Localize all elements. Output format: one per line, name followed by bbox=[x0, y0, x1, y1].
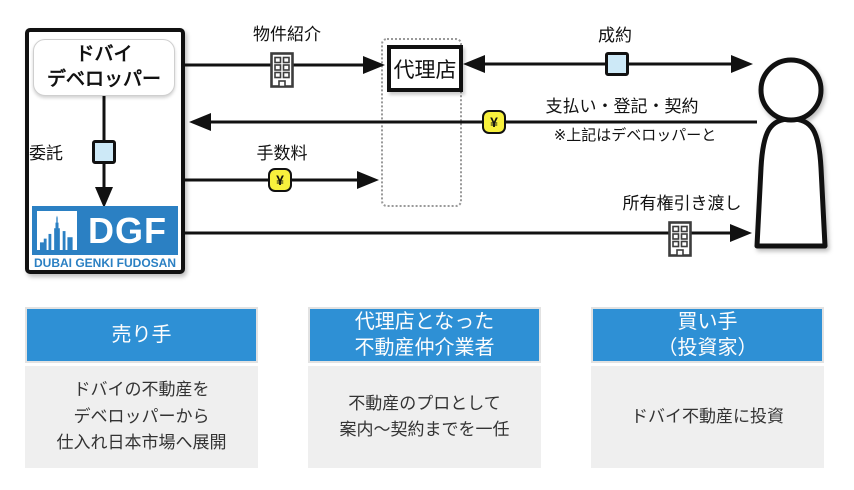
contract-label: 成約 bbox=[598, 26, 632, 45]
contract-step-square bbox=[605, 52, 629, 76]
arrowhead-to-buyer-bottom bbox=[730, 224, 752, 242]
fee-label: 手数料 bbox=[256, 144, 308, 163]
column-header-line: 不動産仲介業者 bbox=[354, 337, 495, 359]
column-agency-broker: 代理店となった不動産仲介業者不動産のプロとして案内〜契約までを一任 bbox=[308, 307, 541, 468]
column-header-line: （投資家） bbox=[657, 337, 758, 359]
column-header-agency-broker: 代理店となった不動産仲介業者 bbox=[308, 307, 541, 363]
column-buyer: 買い手 （投資家） ドバイ不動産に投資 bbox=[591, 307, 824, 468]
developer-title-box: ドバイ デベロッパー bbox=[33, 39, 175, 96]
transaction-flow-diagram: ドバイ デベロッパー 委託 DGF DUBAI GENKI FUDOS bbox=[25, 25, 828, 274]
column-header-seller: 売り手 bbox=[25, 307, 258, 363]
column-seller: 売り手ドバイの不動産をデベロッパーから仕入れ日本市場へ展開 bbox=[25, 307, 258, 468]
column-body-buyer: ドバイ不動産に投資 bbox=[591, 366, 824, 468]
agency-label: 代理店 bbox=[393, 58, 457, 82]
column-body-line: デベロッパーから bbox=[73, 406, 210, 426]
column-body-seller: ドバイの不動産をデベロッパーから仕入れ日本市場へ展開 bbox=[25, 366, 258, 468]
column-body-line: 不動産のプロとして bbox=[348, 393, 501, 413]
property-intro-label: 物件紹介 bbox=[253, 25, 321, 44]
payment-label: 支払い・登記・契約 bbox=[545, 97, 699, 116]
consignment-label: 委託 bbox=[29, 144, 63, 163]
building-icon-ownership bbox=[668, 221, 692, 257]
column-header-line: 買い手 bbox=[677, 311, 738, 333]
arrowhead-to-agency-right bbox=[463, 55, 485, 73]
consignment-step-square bbox=[92, 140, 116, 164]
building-icon-property bbox=[270, 52, 294, 88]
yen-icon-payment: ¥ bbox=[482, 110, 506, 134]
column-body-agency-broker: 不動産のプロとして案内〜契約までを一任 bbox=[308, 366, 541, 468]
column-body-line: ドバイの不動産を bbox=[73, 380, 210, 400]
agency-box: 代理店 bbox=[387, 45, 463, 92]
dgf-logo: DGF bbox=[32, 206, 178, 255]
dgf-logo-acronym: DGF bbox=[88, 209, 167, 251]
buyer-person-icon bbox=[754, 57, 828, 249]
column-body-line: ドバイ不動産に投資 bbox=[631, 406, 784, 426]
column-body-line: 仕入れ日本市場へ展開 bbox=[56, 433, 227, 453]
arrowhead-to-buyer-top bbox=[731, 55, 753, 73]
arrowhead-fee bbox=[357, 171, 379, 189]
dgf-logo-caption: DUBAI GENKI FUDOSAN bbox=[33, 256, 176, 270]
column-header-line: 売り手 bbox=[111, 324, 172, 346]
developer-title-line1: ドバイ bbox=[75, 43, 133, 65]
yen-icon-fee: ¥ bbox=[268, 168, 292, 192]
column-body-line: 案内〜契約までを一任 bbox=[339, 420, 510, 439]
dubai-skyline-icon bbox=[37, 211, 77, 250]
column-header-line: 代理店となった bbox=[354, 311, 495, 333]
payment-note: ※上記はデベロッパーと bbox=[553, 127, 717, 144]
column-header-buyer: 買い手 （投資家） bbox=[591, 307, 824, 363]
arrowhead-to-developer bbox=[189, 113, 211, 131]
ownership-transfer-label: 所有権引き渡し bbox=[622, 194, 742, 213]
developer-title-line2: デベロッパー bbox=[46, 68, 161, 90]
